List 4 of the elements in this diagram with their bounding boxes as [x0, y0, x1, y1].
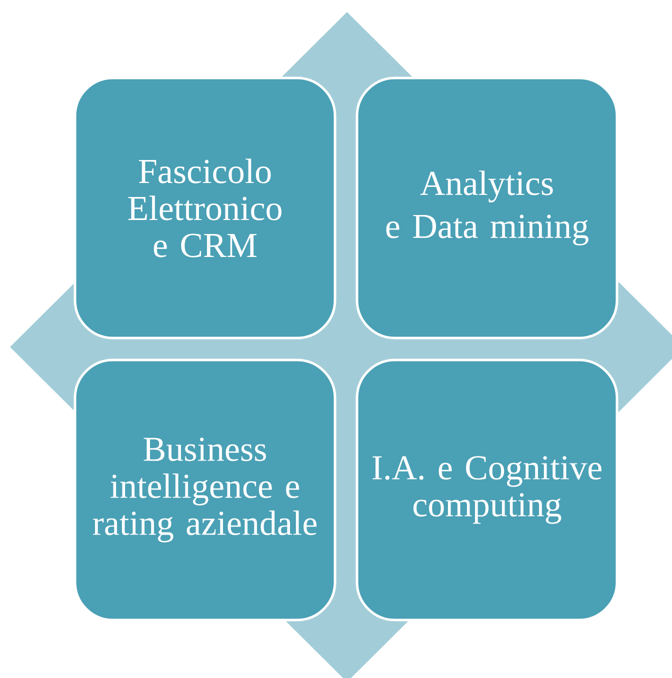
text-box: Fascicolo Elettronico e CRM [74, 76, 336, 340]
text-box: I.A. e Cognitive computing [356, 358, 618, 622]
text-box: Analytics e Data mining [356, 76, 618, 340]
text-box: Business intelligence e rating aziendale [74, 358, 336, 622]
